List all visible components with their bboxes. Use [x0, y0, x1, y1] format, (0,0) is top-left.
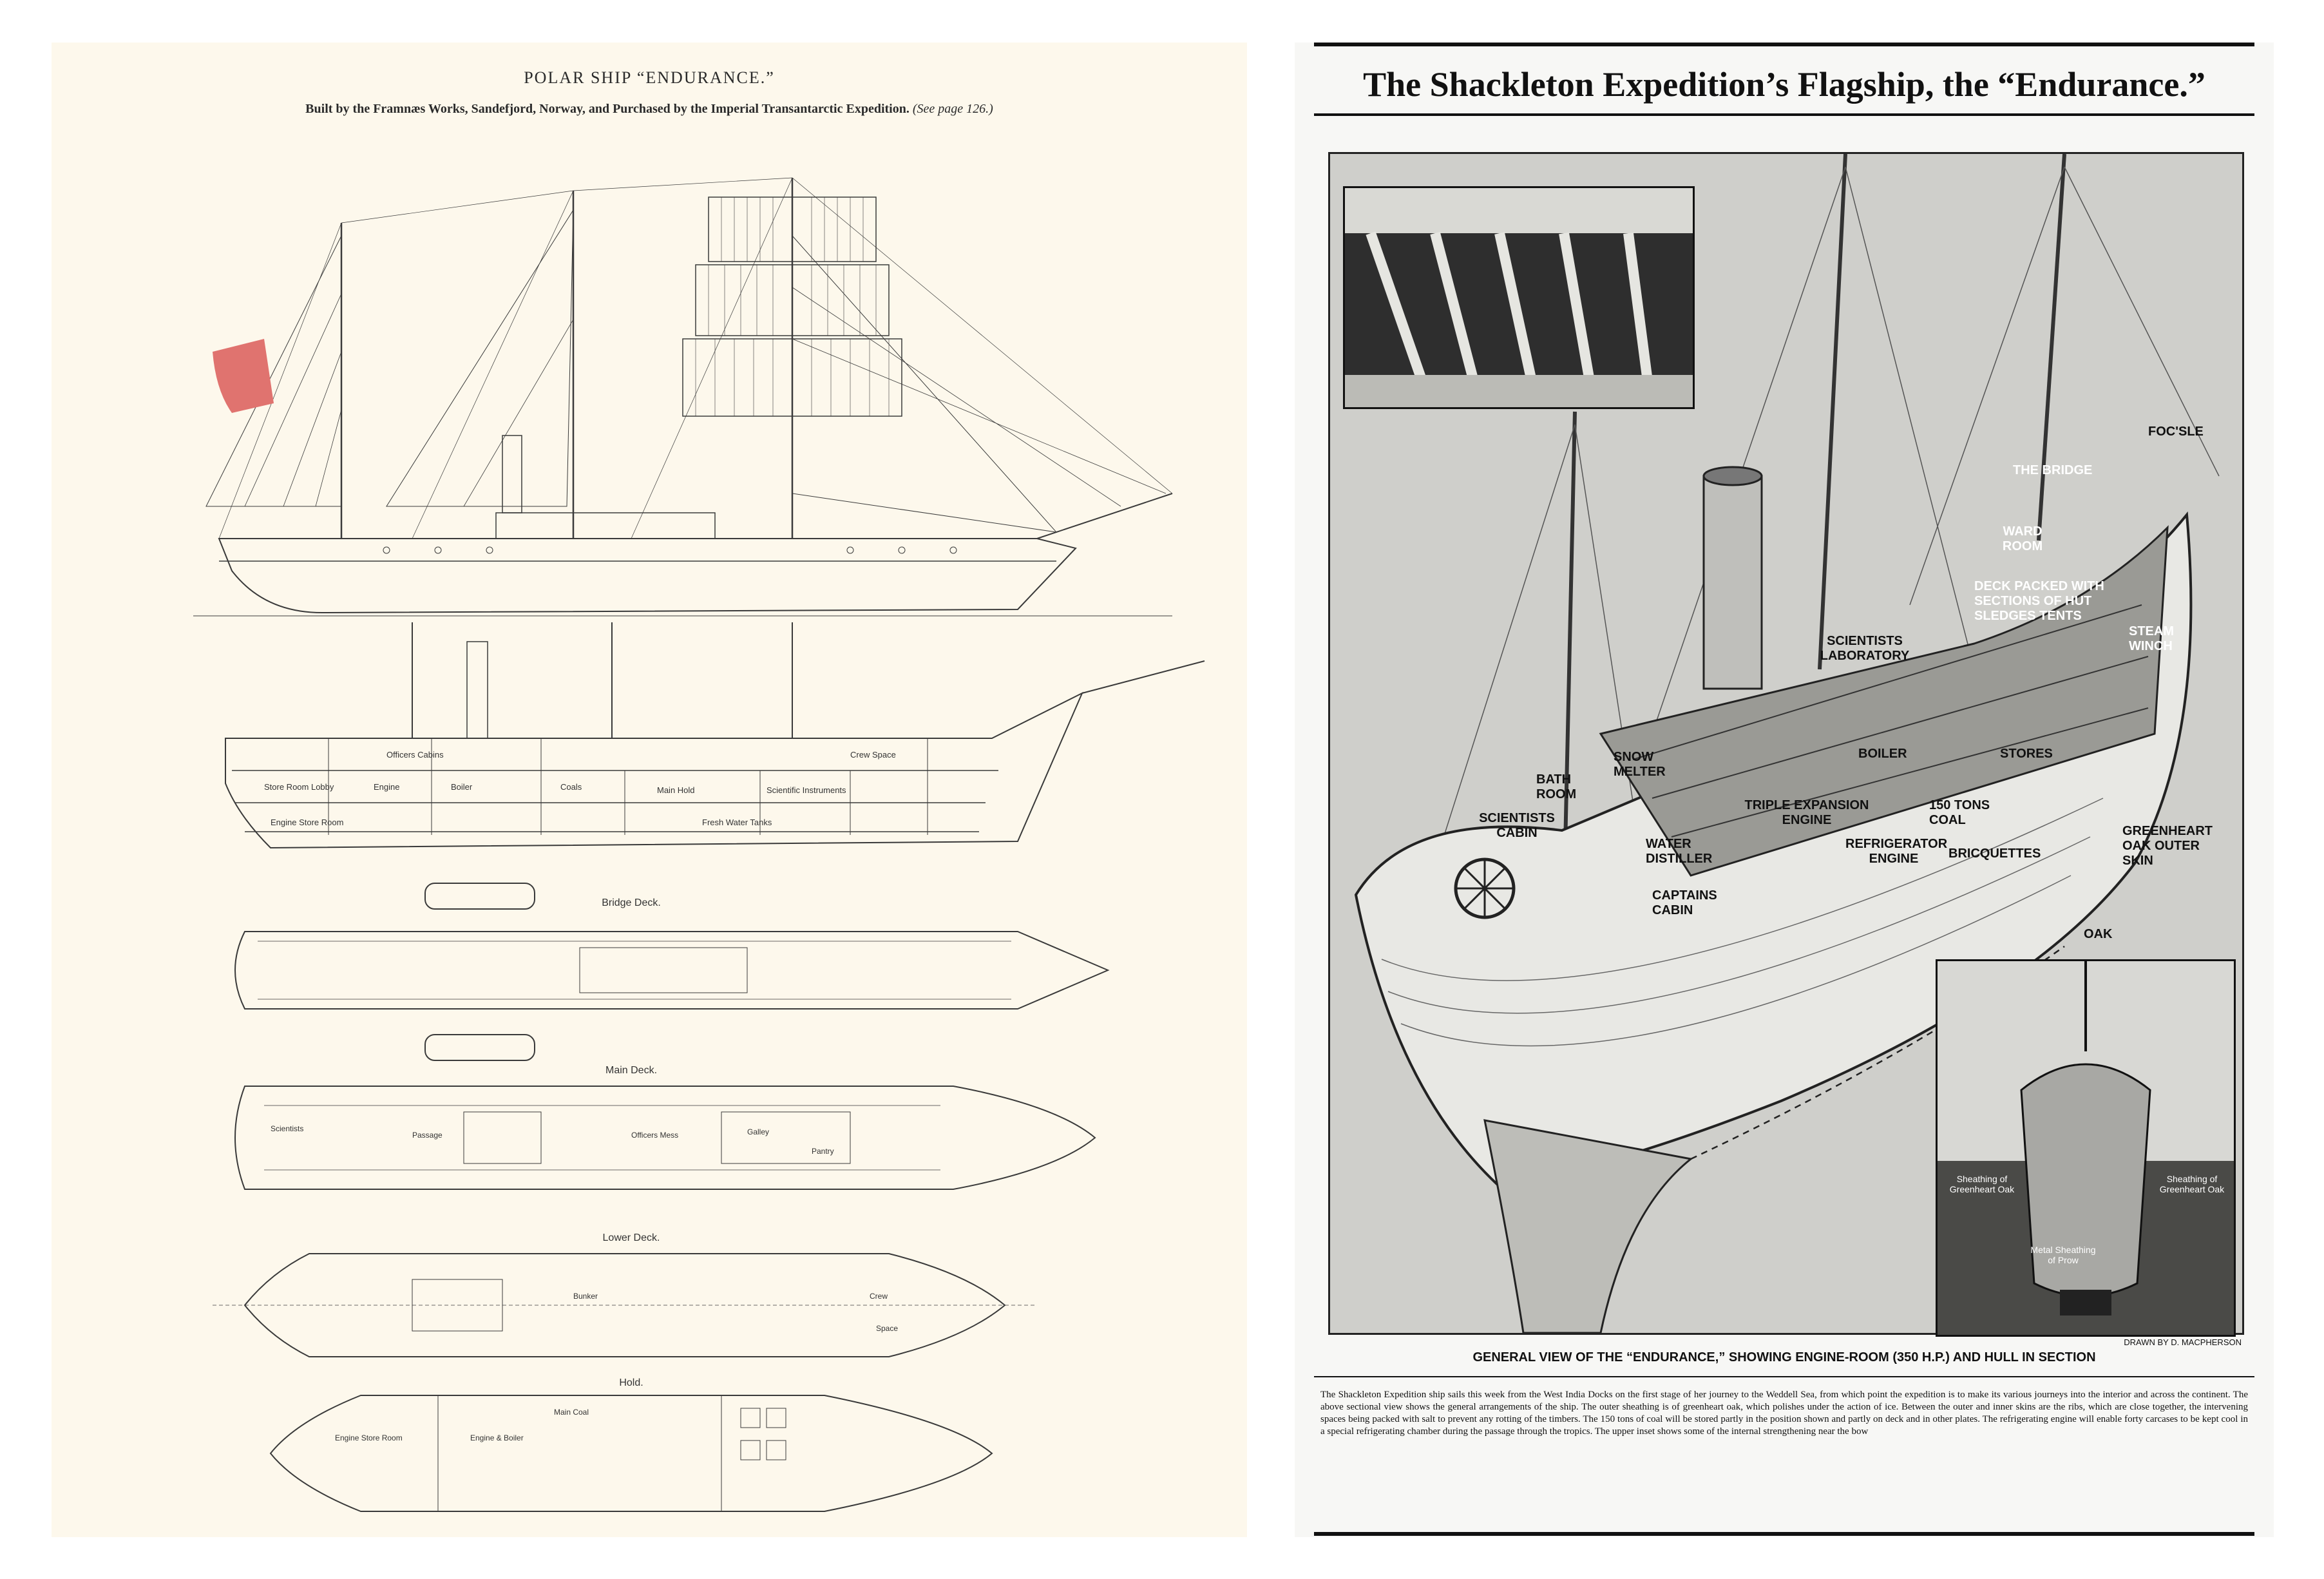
label-boiler: BOILER — [1858, 747, 1907, 761]
label-ward-room: WARD ROOM — [2002, 524, 2043, 553]
deck-label-bunker: Bunker — [573, 1292, 598, 1301]
label-coals: Coals — [560, 782, 582, 792]
label-bricquettes: BRICQUETTES — [1948, 847, 2041, 861]
illustration-credit: DRAWN BY D. MACPHERSON — [2124, 1337, 2242, 1347]
deck-label-passage: Passage — [412, 1131, 443, 1140]
label-greenheart-oak: GREENHEART OAK OUTER SKIN — [2122, 824, 2213, 868]
label-engine-store-room: Engine Store Room — [271, 818, 343, 827]
label-bath-room: BATH ROOM — [1536, 772, 1577, 801]
label-captains-cabin: CAPTAINS CABIN — [1652, 888, 1717, 917]
plan-drawings: Officers Cabins Store Room Lobby Engine … — [193, 177, 1205, 1512]
inset-sheathing-right: Sheathing of Greenheart Oak — [2159, 1174, 2225, 1194]
deck-bridge: Bridge Deck. — [602, 897, 661, 908]
deck-label-scientists: Scientists — [271, 1124, 303, 1133]
longitudinal-section — [225, 622, 1205, 849]
label-officers-cabins: Officers Cabins — [386, 750, 444, 760]
description-text: The Shackleton Expedition ship sails thi… — [1320, 1390, 2248, 1437]
label-refrigerator-engine: REFRIGERATOR ENGINE — [1845, 837, 1948, 866]
plan-title: POLAR SHIP “ENDURANCE.” — [524, 68, 775, 87]
deck-label-engine-boiler: Engine & Boiler — [470, 1433, 524, 1442]
deck-label-officers-mess: Officers Mess — [631, 1131, 678, 1140]
label-water-distiller: WATER DISTILLER — [1646, 837, 1713, 866]
magazine-page: The Shackleton Expedition’s Flagship, th… — [1295, 43, 2274, 1537]
label-steam-winch: STEAM WINCH — [2129, 624, 2174, 653]
illustration-caption: GENERAL VIEW OF THE “ENDURANCE,” SHOWING… — [1472, 1350, 2096, 1364]
deck-label-pantry: Pantry — [812, 1147, 834, 1156]
inset-sheathing-left: Sheathing of Greenheart Oak — [1949, 1174, 2015, 1194]
plan-page-ref: (See page 126.) — [912, 102, 993, 116]
upper-inset-photo — [1343, 186, 1695, 409]
ship-plan-panel: POLAR SHIP “ENDURANCE.” Built by the Fra… — [52, 43, 1247, 1537]
label-scientists-laboratory: SCIENTISTS LABORATORY — [1820, 634, 1910, 663]
sail-plan — [193, 177, 1173, 617]
deck-label-space: Space — [876, 1324, 898, 1333]
label-crew-space: Crew Space — [850, 750, 896, 760]
deck-main: Main Deck. — [605, 1065, 657, 1076]
label-main-hold: Main Hold — [657, 785, 695, 795]
deck-lower: Lower Deck. — [603, 1232, 660, 1243]
label-scientific-instruments: Scientific Instruments — [767, 785, 846, 795]
cutaway-illustration: Sheathing of Greenheart Oak Sheathing of… — [1328, 152, 2244, 1337]
label-engine: Engine — [374, 782, 399, 792]
label-stores: STORES — [2000, 747, 2053, 761]
deck-label-galley: Galley — [747, 1127, 769, 1136]
headline-rule-top — [1314, 43, 2254, 46]
ensign-flag — [213, 339, 274, 413]
page-rule-bottom — [1314, 1532, 2254, 1536]
deck-hold: Hold. — [619, 1377, 643, 1388]
label-boiler: Boiler — [451, 782, 473, 792]
label-scientists-cabin: SCIENTISTS CABIN — [1479, 811, 1555, 840]
page-headline: The Shackleton Expedition’s Flagship, th… — [1363, 65, 2205, 104]
plan-subtitle: Built by the Framnæs Works, Sandefjord, … — [305, 102, 910, 116]
deck-label-main-coal: Main Coal — [554, 1408, 589, 1417]
label-fresh-water-tanks: Fresh Water Tanks — [702, 818, 772, 827]
label-tons-coal: 150 TONS COAL — [1929, 798, 1990, 827]
deck-label-engine-store-room: Engine Store Room — [335, 1433, 403, 1442]
caption-rule — [1314, 1376, 2254, 1377]
plan-subtitle-row: Built by the Framnæs Works, Sandefjord, … — [52, 102, 1247, 117]
label-oak: OAK — [2084, 927, 2113, 941]
lower-inset-photo: Sheathing of Greenheart Oak Sheathing of… — [1936, 959, 2236, 1337]
inset-metal-sheathing: Metal Sheathing of Prow — [2030, 1245, 2096, 1265]
label-store-room-lobby: Store Room Lobby — [264, 782, 334, 792]
label-deck-packed: DECK PACKED WITH SECTIONS OF HUT SLEDGES… — [1974, 579, 2104, 623]
label-focsle: FOC'SLE — [2148, 425, 2204, 439]
deck-label-crew: Crew — [870, 1292, 888, 1301]
label-snow-melter: SNOW MELTER — [1614, 750, 1666, 779]
headline-rule-bottom — [1314, 113, 2254, 116]
label-triple-expansion-engine: TRIPLE EXPANSION ENGINE — [1744, 798, 1869, 827]
label-the-bridge: THE BRIDGE — [2013, 463, 2093, 477]
